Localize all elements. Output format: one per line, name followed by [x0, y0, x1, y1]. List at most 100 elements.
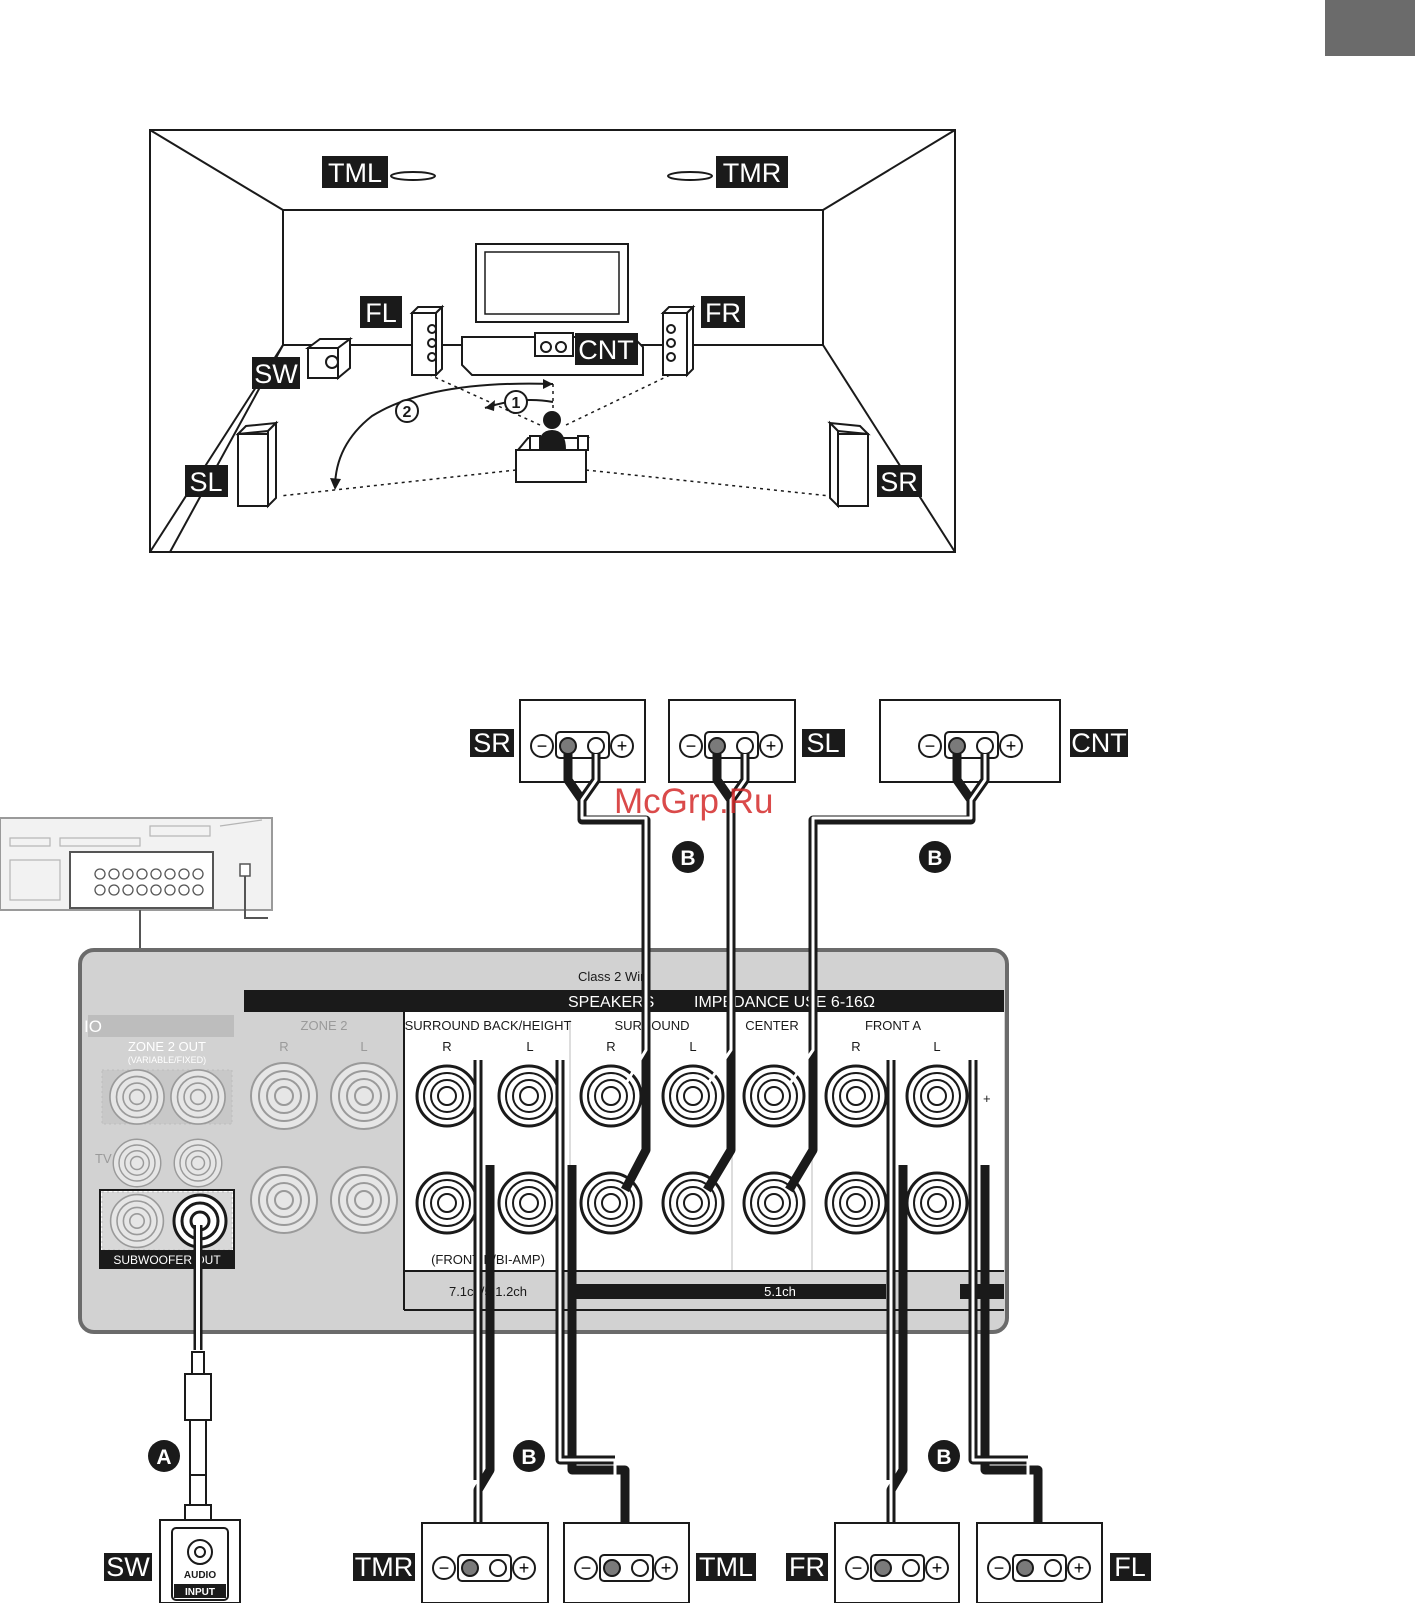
svg-text:SW: SW — [254, 359, 298, 389]
svg-text:FL: FL — [1114, 1552, 1146, 1582]
svg-text:+: + — [766, 736, 777, 756]
svg-text:L: L — [933, 1039, 940, 1054]
subwoofer-input-box: AUDIO INPUT — [159, 1519, 241, 1603]
conn-label-sl: SL — [802, 728, 845, 758]
rca-plug-top — [184, 1351, 212, 1476]
cable-marker-a: A — [148, 1440, 180, 1472]
conn-label-fl: FL — [1110, 1552, 1151, 1582]
terminal-front-l-plus[interactable] — [905, 1064, 969, 1128]
svg-text:TV: TV — [95, 1151, 112, 1166]
svg-text:INPUT: INPUT — [185, 1587, 215, 1598]
svg-text:R: R — [442, 1039, 451, 1054]
cable-marker-b-top-2: B — [919, 841, 951, 873]
svg-text:+: + — [617, 736, 628, 756]
label-fl: FL — [360, 296, 402, 328]
receiver-overview-icon — [0, 817, 273, 950]
svg-text:TML: TML — [699, 1552, 753, 1582]
watermark: McGrp.Ru — [614, 782, 773, 821]
speaker-cables — [193, 754, 1043, 1545]
subwoofer-icon — [305, 337, 353, 381]
terminal-front-l-minus[interactable] — [905, 1171, 969, 1235]
svg-text:FRONT A: FRONT A — [865, 1018, 921, 1033]
svg-text:R: R — [851, 1039, 860, 1054]
svg-text:−: − — [537, 736, 548, 756]
room-outline — [149, 129, 956, 553]
svg-text:2: 2 — [403, 404, 412, 421]
terminal-sbh-r-plus[interactable] — [415, 1064, 479, 1128]
svg-text:SW: SW — [106, 1552, 150, 1582]
label-sl: SL — [185, 465, 228, 497]
svg-text:B: B — [680, 847, 695, 870]
conn-label-tmr: TMR — [353, 1552, 415, 1582]
svg-text:5.1ch: 5.1ch — [764, 1284, 796, 1299]
svg-text:+: + — [519, 1558, 530, 1578]
speaker-terminal-cnt: − + — [879, 699, 1061, 783]
speaker-terminal-fr: − + — [834, 1522, 960, 1603]
room-diagram: 1 2 TML TMR FL FR SW CNT — [149, 129, 956, 553]
svg-text:CNT: CNT — [578, 335, 634, 365]
cable-marker-b-bottom-2: B — [928, 1440, 960, 1472]
cable-marker-b-top-1: B — [672, 841, 704, 873]
terminal-sbh-l-minus[interactable] — [497, 1171, 561, 1235]
ceiling-speaker-left — [390, 171, 436, 181]
surround-left-speaker-icon — [235, 420, 279, 509]
svg-text:SURROUND BACK/HEIGHT: SURROUND BACK/HEIGHT — [405, 1018, 572, 1033]
label-sr: SR — [877, 465, 922, 497]
speaker-terminal-tml: − + — [563, 1522, 690, 1603]
svg-text:SR: SR — [473, 728, 511, 758]
label-cnt: CNT — [575, 333, 638, 365]
svg-text:L: L — [360, 1039, 367, 1054]
svg-text:SUBWOOFER OUT: SUBWOOFER OUT — [113, 1253, 221, 1267]
svg-text:A: A — [156, 1446, 171, 1469]
front-right-speaker-icon — [660, 304, 696, 378]
svg-text:TMR: TMR — [723, 158, 781, 188]
svg-text:1: 1 — [512, 395, 521, 412]
terminal-sbh-l-plus[interactable] — [497, 1064, 561, 1128]
surround-right-speaker-icon — [827, 420, 871, 509]
label-sw: SW — [252, 357, 300, 389]
angle-marker-2: 2 — [395, 399, 419, 423]
label-tmr: TMR — [716, 156, 788, 188]
svg-text:+: + — [1074, 1558, 1085, 1578]
svg-text:B: B — [521, 1446, 536, 1469]
svg-text:R: R — [606, 1039, 615, 1054]
conn-label-cnt: CNT — [1070, 728, 1128, 758]
svg-text:TMR: TMR — [355, 1552, 413, 1582]
conn-label-fr: FR — [786, 1552, 828, 1582]
angle-marker-1: 1 — [504, 390, 528, 414]
tv-icon — [475, 243, 629, 323]
label-tml: TML — [322, 156, 388, 188]
speaker-terminal-sr: − + — [519, 699, 646, 783]
svg-text:L: L — [526, 1039, 533, 1054]
speaker-terminal-tmr: − + — [421, 1522, 549, 1603]
svg-text:−: − — [581, 1558, 592, 1578]
svg-text:CENTER: CENTER — [745, 1018, 798, 1033]
conn-label-sw: SW — [104, 1552, 152, 1582]
conn-label-tml: TML — [696, 1552, 756, 1582]
svg-text:Class 2 Wiri: Class 2 Wiri — [578, 969, 647, 984]
svg-text:SL: SL — [189, 467, 222, 497]
svg-text:R: R — [279, 1039, 288, 1054]
svg-text:CNT: CNT — [1071, 728, 1127, 758]
terminal-sbh-r-minus[interactable] — [415, 1171, 479, 1235]
svg-text:SURROUND: SURROUND — [614, 1018, 689, 1033]
svg-text:SPEAKERS: SPEAKERS — [568, 994, 654, 1011]
terminal-front-r-minus[interactable] — [824, 1171, 888, 1235]
svg-text:+: + — [932, 1558, 943, 1578]
svg-text:−: − — [852, 1558, 863, 1578]
svg-text:SL: SL — [806, 728, 839, 758]
svg-text:+: + — [1006, 736, 1017, 756]
svg-text:FR: FR — [705, 298, 741, 328]
center-speaker-icon — [534, 332, 574, 357]
svg-text:SR: SR — [880, 467, 918, 497]
svg-text:IO: IO — [84, 1017, 102, 1036]
front-left-speaker-icon — [409, 304, 445, 378]
svg-text:FL: FL — [365, 298, 397, 328]
speaker-terminal-fl: − + — [976, 1522, 1103, 1603]
speaker-terminal-sl: − + — [668, 699, 796, 783]
cable-marker-b-bottom-1: B — [513, 1440, 545, 1472]
terminal-front-r-plus[interactable] — [824, 1064, 888, 1128]
svg-text:B: B — [936, 1446, 951, 1469]
svg-text:−: − — [686, 736, 697, 756]
